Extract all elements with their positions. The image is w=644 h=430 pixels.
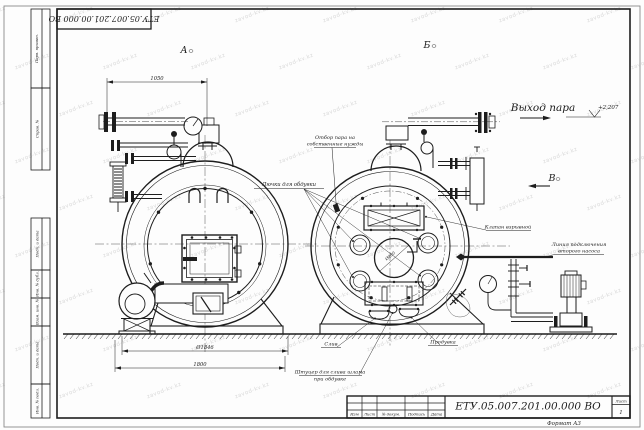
sheet-number: 1 — [619, 410, 623, 416]
view-label-a: А — [179, 45, 187, 56]
side-strip-labels: Перв. примен. Справ. № Подп. и дата Инв.… — [34, 34, 40, 415]
explosion-valve-hatch — [363, 202, 425, 232]
title-block — [346, 395, 631, 419]
svg-text:Инв. № подл.: Инв. № подл. — [35, 388, 40, 415]
svg-text:Подпись: Подпись — [407, 412, 425, 417]
boiler-rear-view — [305, 112, 510, 348]
ground-line — [63, 333, 617, 340]
bottom-hatch — [364, 280, 424, 307]
siphon-tube-right — [420, 129, 434, 168]
steam-tap-label: Отбор пара на — [315, 134, 355, 141]
handhole-label: Лючки для обдувки — [261, 181, 316, 188]
sheet-word: Лист — [614, 399, 627, 404]
blowdown-valve — [446, 288, 471, 318]
doc-number: ЕТУ.05.007.201.00.000 ВО — [454, 401, 601, 413]
svg-text:второго насоса: второго насоса — [558, 249, 600, 255]
level-column-right — [438, 146, 485, 211]
drain-label: Слив — [324, 342, 337, 348]
pump-line-label: Линия подключения — [551, 242, 607, 248]
siphon-tube-left — [166, 131, 182, 167]
svg-text:Лист: Лист — [363, 412, 376, 417]
rear-plate-bolts — [336, 196, 444, 300]
svg-text:Дата: Дата — [430, 412, 443, 417]
svg-text:№ докум.: № докум. — [381, 412, 400, 417]
annotations: А Б В Выход пара +2,207 Отбор пара на со… — [150, 40, 618, 383]
sheet-frame — [3, 5, 641, 428]
svg-text:Справ. №: Справ. № — [35, 119, 40, 138]
steam-out-label: Выход пара — [510, 102, 576, 114]
svg-text:Инв. № дубл.: Инв. № дубл. — [35, 271, 40, 298]
boiler-base-left — [149, 298, 284, 335]
svg-text:при обдувке: при обдувке — [314, 376, 346, 383]
dim-1846-text: Ø1846 — [195, 344, 214, 351]
blowdown-label: Продувка — [429, 340, 456, 346]
svg-text:собственные нужды: собственные нужды — [307, 141, 364, 148]
blower-fan — [118, 282, 156, 335]
boiler-front-view — [95, 78, 318, 372]
water-level-column — [109, 140, 196, 212]
dim-1800-text: 1800 — [193, 362, 207, 368]
drain-fittings — [368, 304, 420, 320]
handholes — [349, 232, 439, 292]
stamp-top-text: ЕТУ.05.007.201.00.000 ВО — [48, 14, 160, 23]
dim-1800 — [114, 340, 286, 372]
lifting-lugs — [188, 187, 229, 203]
dim-1846 — [121, 336, 289, 355]
steam-pipe-left — [98, 112, 188, 132]
steam-pipe-right — [382, 112, 500, 150]
feed-pump — [549, 270, 593, 333]
view-label-b: Б — [423, 40, 431, 51]
elevation-label: +2,207 — [598, 105, 619, 111]
format-label: Формат А3 — [547, 421, 581, 427]
svg-text:Подп. и дата: Подп. и дата — [35, 230, 40, 259]
ash-door — [192, 292, 224, 315]
svg-text:Взам. инв. №: Взам. инв. № — [35, 299, 40, 326]
furnace-door — [181, 234, 242, 283]
dim-1050 — [106, 78, 208, 126]
svg-text:Подп. и дата: Подп. и дата — [35, 341, 40, 370]
title-block-labels: Изм Лист № докум. Подпись Дата ЕТУ.05.00… — [349, 399, 627, 428]
dim-1050-text: 1050 — [150, 76, 164, 82]
steam-tap-nozzle — [332, 203, 341, 213]
svg-text:Перв. примен.: Перв. примен. — [34, 34, 39, 64]
manhole — [373, 237, 421, 279]
pressure-gauge — [479, 275, 511, 311]
svg-text:Изм: Изм — [349, 412, 359, 417]
pipe-valves — [508, 264, 531, 297]
sludge-label: Штуцер для слива шлама — [294, 370, 366, 376]
explosion-valve-label: Клапан взрывной — [484, 225, 531, 231]
boiler-base-right — [319, 292, 485, 335]
view-label-v: В — [548, 173, 556, 184]
feed-piping — [456, 253, 593, 333]
safety-valve-assembly — [183, 116, 220, 150]
